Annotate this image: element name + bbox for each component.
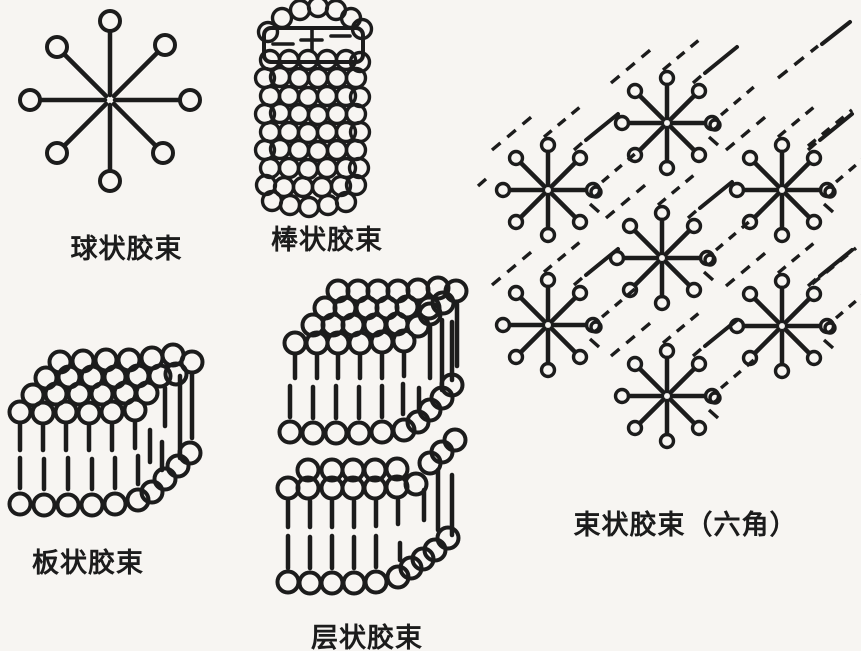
lower-slab-bottom-heads (275, 525, 461, 596)
rod-micelle-figure (253, 0, 374, 219)
spherical-micelle-illustration (18, 9, 202, 193)
rod-micelle-illustration (253, 0, 374, 219)
rod-top-tail-marks (271, 27, 352, 53)
lamellar-micelle-figure (253, 266, 475, 611)
plate-bottom-heads (7, 440, 203, 518)
plate-micelle-figure (7, 336, 220, 531)
plate-lower-tails (17, 453, 141, 492)
upper-slab-bottom-heads (277, 372, 465, 446)
lower-slab-lower-tails (285, 533, 403, 571)
lower-slab-upper-tails (285, 467, 455, 538)
spherical-micelle-figure (8, 4, 208, 204)
bundle-micelle-label: 束状胶束（六角） (573, 510, 798, 541)
bundle-micelle-illustration (476, 20, 861, 466)
plate-micelle-label: 板状胶束 (32, 548, 144, 579)
rod-body-heads (253, 48, 372, 219)
upper-slab-lower-tails (287, 381, 422, 421)
spherical-micelle-label: 球状胶束 (70, 234, 183, 265)
rod-top-face (262, 26, 365, 64)
rod-micelle-label: 棒状胶束 (271, 225, 383, 256)
plate-micelle-illustration (7, 342, 205, 518)
plate-top-face-heads (7, 342, 205, 426)
bundle-micelle-figure (476, 20, 861, 466)
head-groups (18, 9, 202, 193)
lamellar-micelle-illustration (275, 275, 469, 596)
rod-top-ring (256, 0, 374, 44)
lower-slab-top-heads (275, 427, 468, 501)
lamellar-micelle-label: 层状胶束 (311, 623, 423, 651)
plate-upper-tails (17, 371, 195, 473)
star-lattice (492, 40, 861, 448)
extra-rod-dashes (476, 20, 858, 286)
upper-slab-top-heads (282, 275, 469, 356)
radial-arms (39, 29, 181, 173)
